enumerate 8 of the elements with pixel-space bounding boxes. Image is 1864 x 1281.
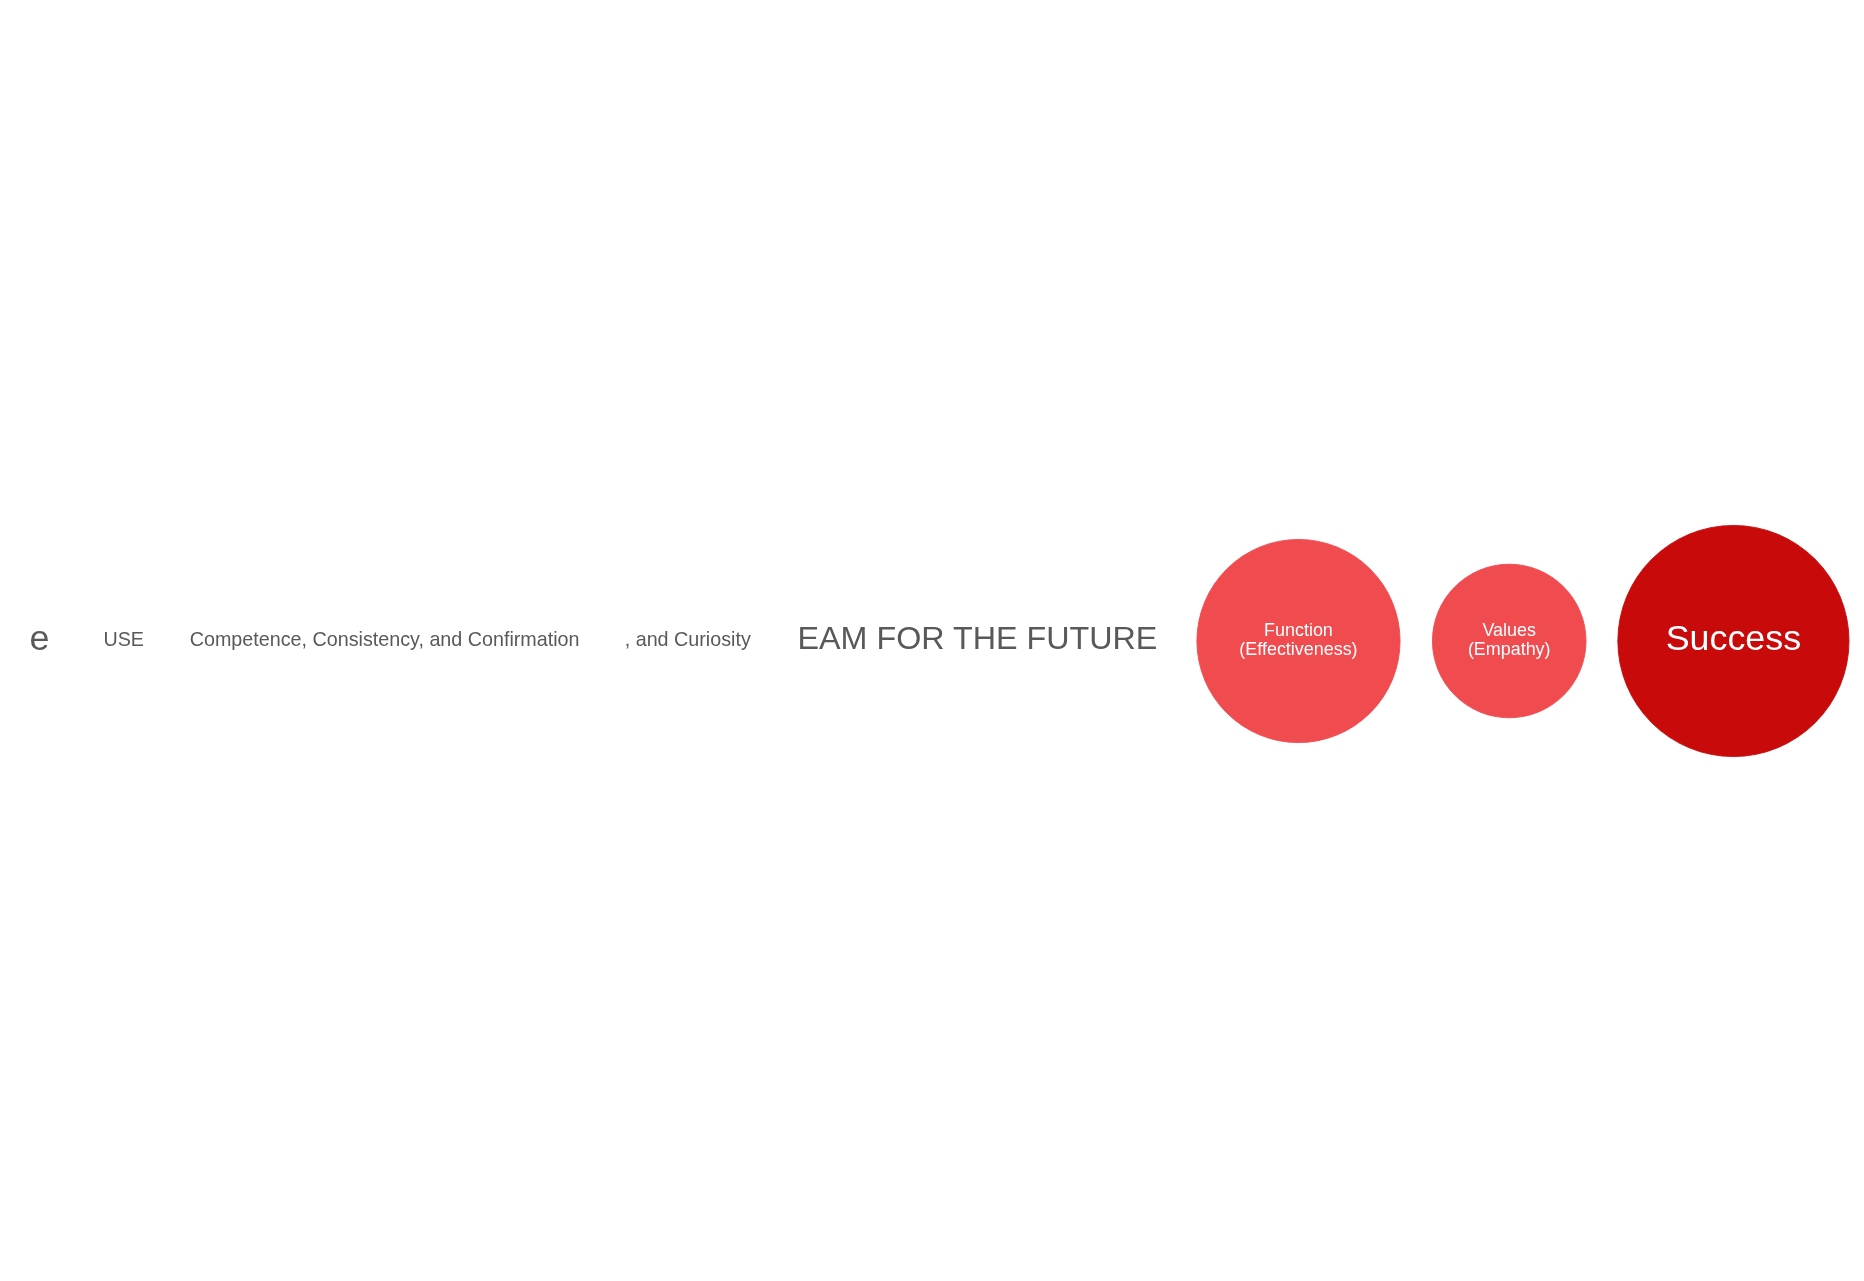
label: e	[29, 617, 50, 658]
label: EAM FOR THE FUTURE	[797, 619, 1158, 656]
label: , and Curiosity	[624, 627, 751, 650]
node-circle: Function (Effectiveness)	[1196, 538, 1401, 743]
label: Competence, Consistency, and Confirmation	[189, 627, 580, 650]
node-circle: Values (Empathy)	[1432, 563, 1587, 718]
label: USE	[103, 627, 144, 650]
node-circle: Success	[1617, 524, 1850, 757]
